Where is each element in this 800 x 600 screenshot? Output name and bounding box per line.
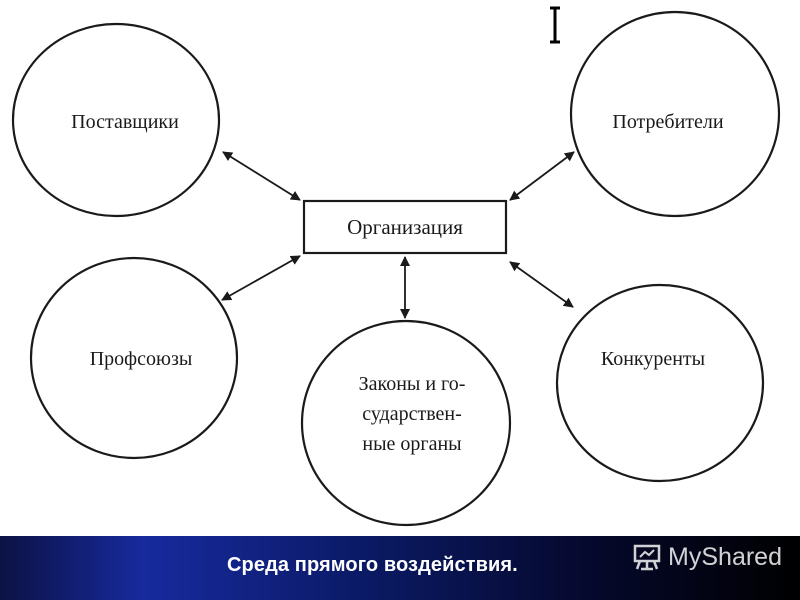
- law-label-line-1: Законы и го-: [359, 373, 466, 395]
- text-cursor-icon: [550, 6, 560, 44]
- watermark-text: MyShared: [668, 542, 782, 571]
- watermark: MyShared: [632, 540, 782, 574]
- diagram-canvas: Организация Поставщики Потребители Профс…: [11, 10, 781, 527]
- arrow-unions-organization: [221, 255, 301, 301]
- law-label-line-2: сударствен-: [362, 403, 462, 425]
- footer-bar: [0, 536, 800, 600]
- competitors-circle: [555, 283, 765, 483]
- presentation-board-icon: [633, 544, 661, 571]
- unions-circle: [29, 256, 239, 460]
- slide-caption: Среда прямого воздействия.: [227, 554, 518, 576]
- arrow-consumers-organization: [509, 151, 575, 201]
- consumers-circle: [569, 10, 781, 218]
- suppliers-circle: [11, 22, 221, 218]
- unions-label: Профсоюзы: [90, 348, 193, 370]
- organization-box: [302, 199, 508, 255]
- law-label-line-3: ные органы: [362, 433, 461, 455]
- arrow-suppliers-organization: [222, 151, 301, 201]
- organization-label: Организация: [347, 215, 463, 239]
- competitors-label: Конкуренты: [601, 348, 705, 370]
- arrow-competitors-organization: [509, 261, 574, 308]
- law-circle: [300, 319, 512, 527]
- suppliers-label: Поставщики: [71, 111, 179, 133]
- consumers-label: Потребители: [612, 111, 724, 133]
